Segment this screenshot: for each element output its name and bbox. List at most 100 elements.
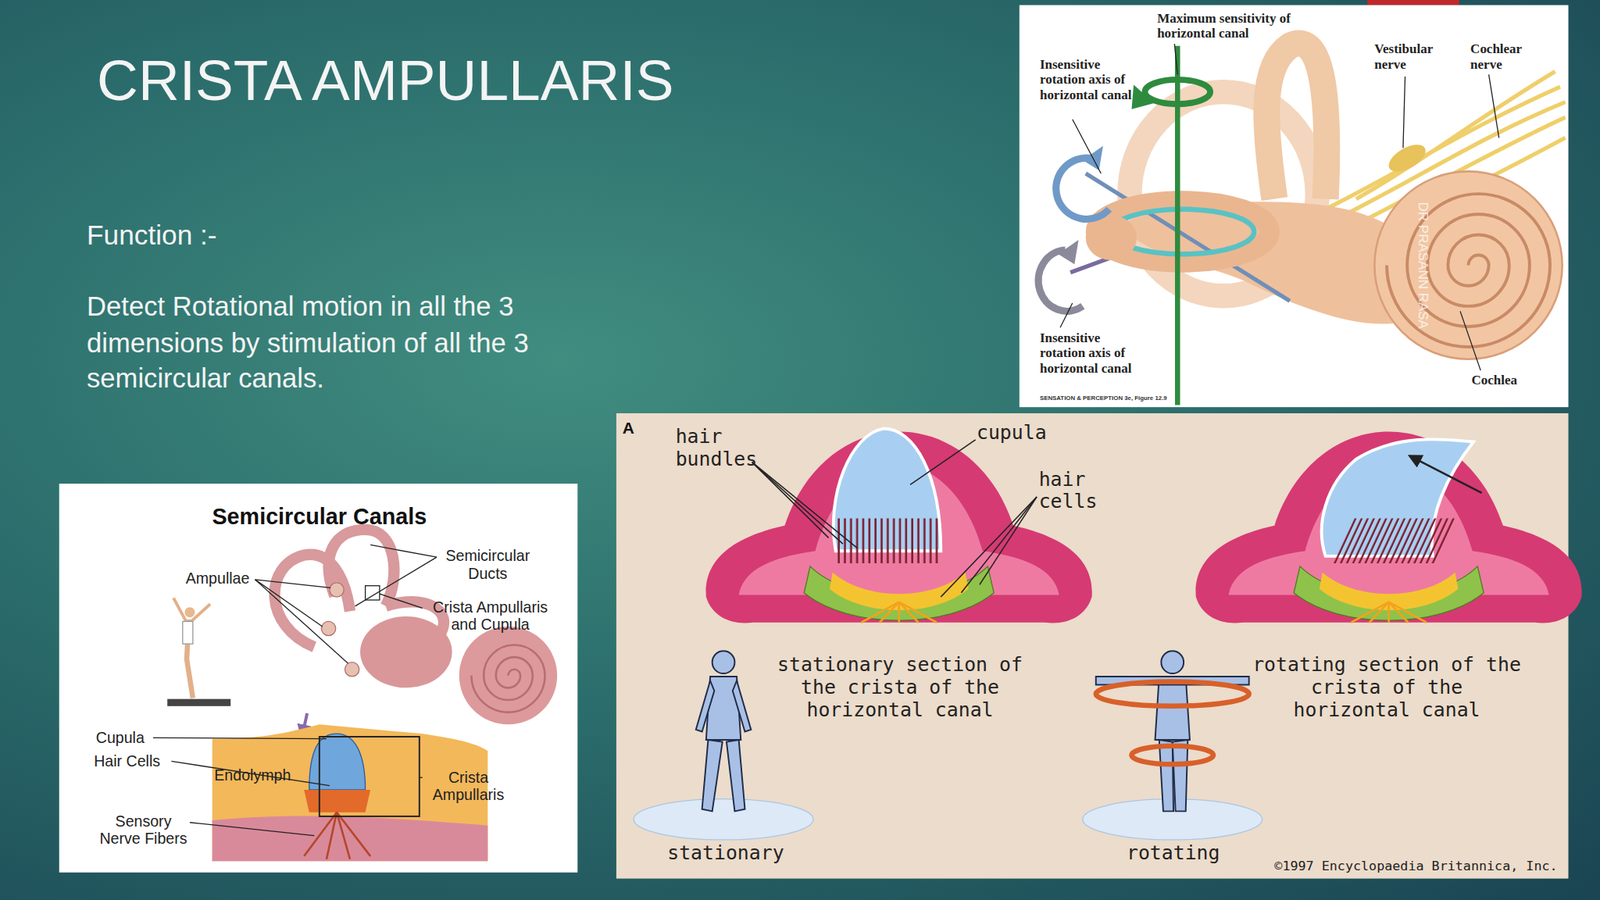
inner-ear-illustration-part — [1175, 46, 1181, 406]
semicircular-canals-illustration-part — [309, 733, 366, 790]
accent-bar — [1367, 0, 1460, 6]
crista-illustration-part-part-part — [1332, 518, 1456, 564]
crista-illustration-part — [1196, 431, 1583, 623]
crista-illustration-part-part — [940, 496, 1037, 597]
inner-ear-illustration-part-part — [1403, 76, 1406, 148]
crista-illustration-part — [836, 518, 940, 564]
semicircular-canals-illustration-part — [303, 789, 371, 813]
figure-label: Cupula — [96, 728, 168, 747]
inner-ear-illustration-part — [1085, 173, 1290, 301]
crista-illustration-part-part — [1172, 739, 1189, 811]
image-panel: Ahair bundlescupulahair cellsstationary … — [616, 413, 1569, 879]
inner-ear-illustration-part-part — [1060, 303, 1073, 328]
figure-label: Vestibular nerve — [1374, 42, 1448, 73]
figure-label: Crista Ampullaris and Cupula — [421, 597, 559, 633]
crista-illustration-part-part — [712, 650, 736, 674]
body-text: Detect Rotational motion in all the 3 di… — [86, 289, 558, 398]
image-panel: Semicircular CanalsAmpullaeSemicircular … — [59, 483, 579, 873]
body-text: Function :- — [86, 218, 393, 255]
crista-illustration-part-part — [1159, 739, 1174, 811]
crista-illustration-part — [1410, 456, 1482, 493]
figure-label: Semicircular Ducts — [436, 546, 540, 583]
crista-illustration-part-part — [1332, 518, 1456, 564]
inner-ear-illustration-part-part — [1174, 43, 1178, 75]
crista-illustration-part-part — [726, 739, 746, 811]
crista-illustration-part-part — [752, 462, 829, 539]
crista-illustration-part-part — [702, 739, 723, 811]
figure-label: Cochlear nerve — [1470, 42, 1532, 73]
crista-illustration-part-part — [752, 462, 843, 544]
semicircular-canals-illustration-part-part — [355, 557, 437, 607]
watermark: DR PRASANN RASA — [1416, 202, 1430, 329]
figure-label: Crista Ampullaris — [422, 768, 515, 804]
figure-label: cupula — [976, 421, 1069, 444]
semicircular-canals-illustration-part — [344, 662, 359, 677]
semicircular-canals-illustration-part — [59, 483, 579, 873]
inner-ear-illustration-part — [1144, 79, 1211, 104]
figure-label: Insensitive rotation axis of horizontal … — [1039, 57, 1133, 104]
inner-ear-illustration-part — [1085, 215, 1137, 261]
figure-label: Cochlea — [1471, 373, 1543, 390]
semicircular-canals-illustration-part-part — [419, 777, 423, 779]
figure-label: Insensitive rotation axis of horizontal … — [1039, 330, 1133, 377]
crista-illustration-part-part — [696, 680, 715, 732]
semicircular-canals-illustration-part — [182, 621, 193, 644]
semicircular-canals-illustration-part-part — [255, 579, 349, 664]
inner-ear-illustration — [1019, 5, 1569, 408]
inner-ear-illustration-part — [1384, 139, 1430, 178]
inner-ear-illustration-part-part — [1489, 74, 1500, 138]
semicircular-canals-illustration-part-part — [379, 593, 423, 608]
crista-illustration-part-part — [979, 496, 1037, 585]
semicircular-canals-illustration-part — [459, 626, 558, 725]
inner-ear-illustration-part — [1056, 157, 1110, 219]
crista-illustration-part-part — [1196, 431, 1583, 623]
figure-label: hair bundles — [675, 425, 768, 471]
semicircular-canals-illustration-part-part — [189, 822, 315, 836]
semicircular-canals-illustration-part — [471, 644, 545, 712]
crista-illustration-part-part — [1160, 650, 1184, 674]
figure-label: rotating section of the crista of the ho… — [1249, 653, 1525, 722]
image-panel: Maximum sensitivity of horizontal canalI… — [1019, 5, 1569, 408]
inner-ear-illustration-part-part — [1072, 119, 1102, 174]
semicircular-canals-illustration-part-part — [255, 579, 323, 627]
figure-label: Endolymph — [214, 766, 307, 785]
figure-label: Hair Cells — [93, 752, 175, 771]
semicircular-canals-illustration-part — [173, 597, 211, 625]
semicircular-canals-illustration-part — [329, 582, 344, 597]
inner-ear-illustration-part — [1019, 5, 1569, 408]
semicircular-canals-illustration-part — [360, 616, 453, 688]
figure-label: Maximum sensitivity of horizontal canal — [1157, 10, 1311, 42]
semicircular-canals-illustration-part — [319, 736, 420, 817]
inner-ear-illustration-part — [1386, 193, 1550, 347]
figure-label: Sensory Nerve Fibers — [94, 812, 192, 848]
figure-label: A — [622, 419, 654, 439]
crista-illustration-part — [1131, 746, 1213, 765]
figure-label: SENSATION & PERCEPTION 3e, Figure 12.9 — [1039, 394, 1244, 402]
semicircular-canals-illustration — [59, 483, 579, 873]
semicircular-canals-illustration-part — [184, 607, 195, 618]
crista-illustration-part — [752, 439, 1037, 597]
inner-ear-illustration-part-part — [1460, 310, 1481, 371]
semicircular-canals-illustration-part-part — [326, 812, 337, 860]
crista-illustration-part-part — [910, 439, 976, 485]
crista-illustration-part-part — [752, 462, 858, 549]
figure-label: hair cells — [1039, 468, 1116, 514]
figure-label: stationary — [667, 842, 811, 865]
figure-label: rotating — [1126, 842, 1240, 865]
crista-illustration-part — [1096, 650, 1250, 811]
inner-ear-illustration-part — [1374, 171, 1562, 359]
semicircular-canals-illustration-part-part — [153, 737, 327, 739]
inner-ear-illustration-part — [1057, 239, 1079, 265]
crista-illustration-part — [1096, 681, 1250, 706]
inner-ear-illustration-part — [1131, 84, 1154, 109]
semicircular-canals-illustration-part — [167, 699, 231, 707]
semicircular-canals-illustration-part-part — [171, 760, 329, 786]
semicircular-canals-illustration-part — [153, 544, 437, 836]
semicircular-canals-illustration-part-part — [336, 812, 371, 857]
crista-illustration-part-part — [732, 680, 752, 732]
semicircular-canals-illustration-part-part — [370, 544, 437, 558]
crista-illustration-part — [633, 799, 814, 840]
semicircular-canals-illustration-part — [212, 816, 489, 862]
